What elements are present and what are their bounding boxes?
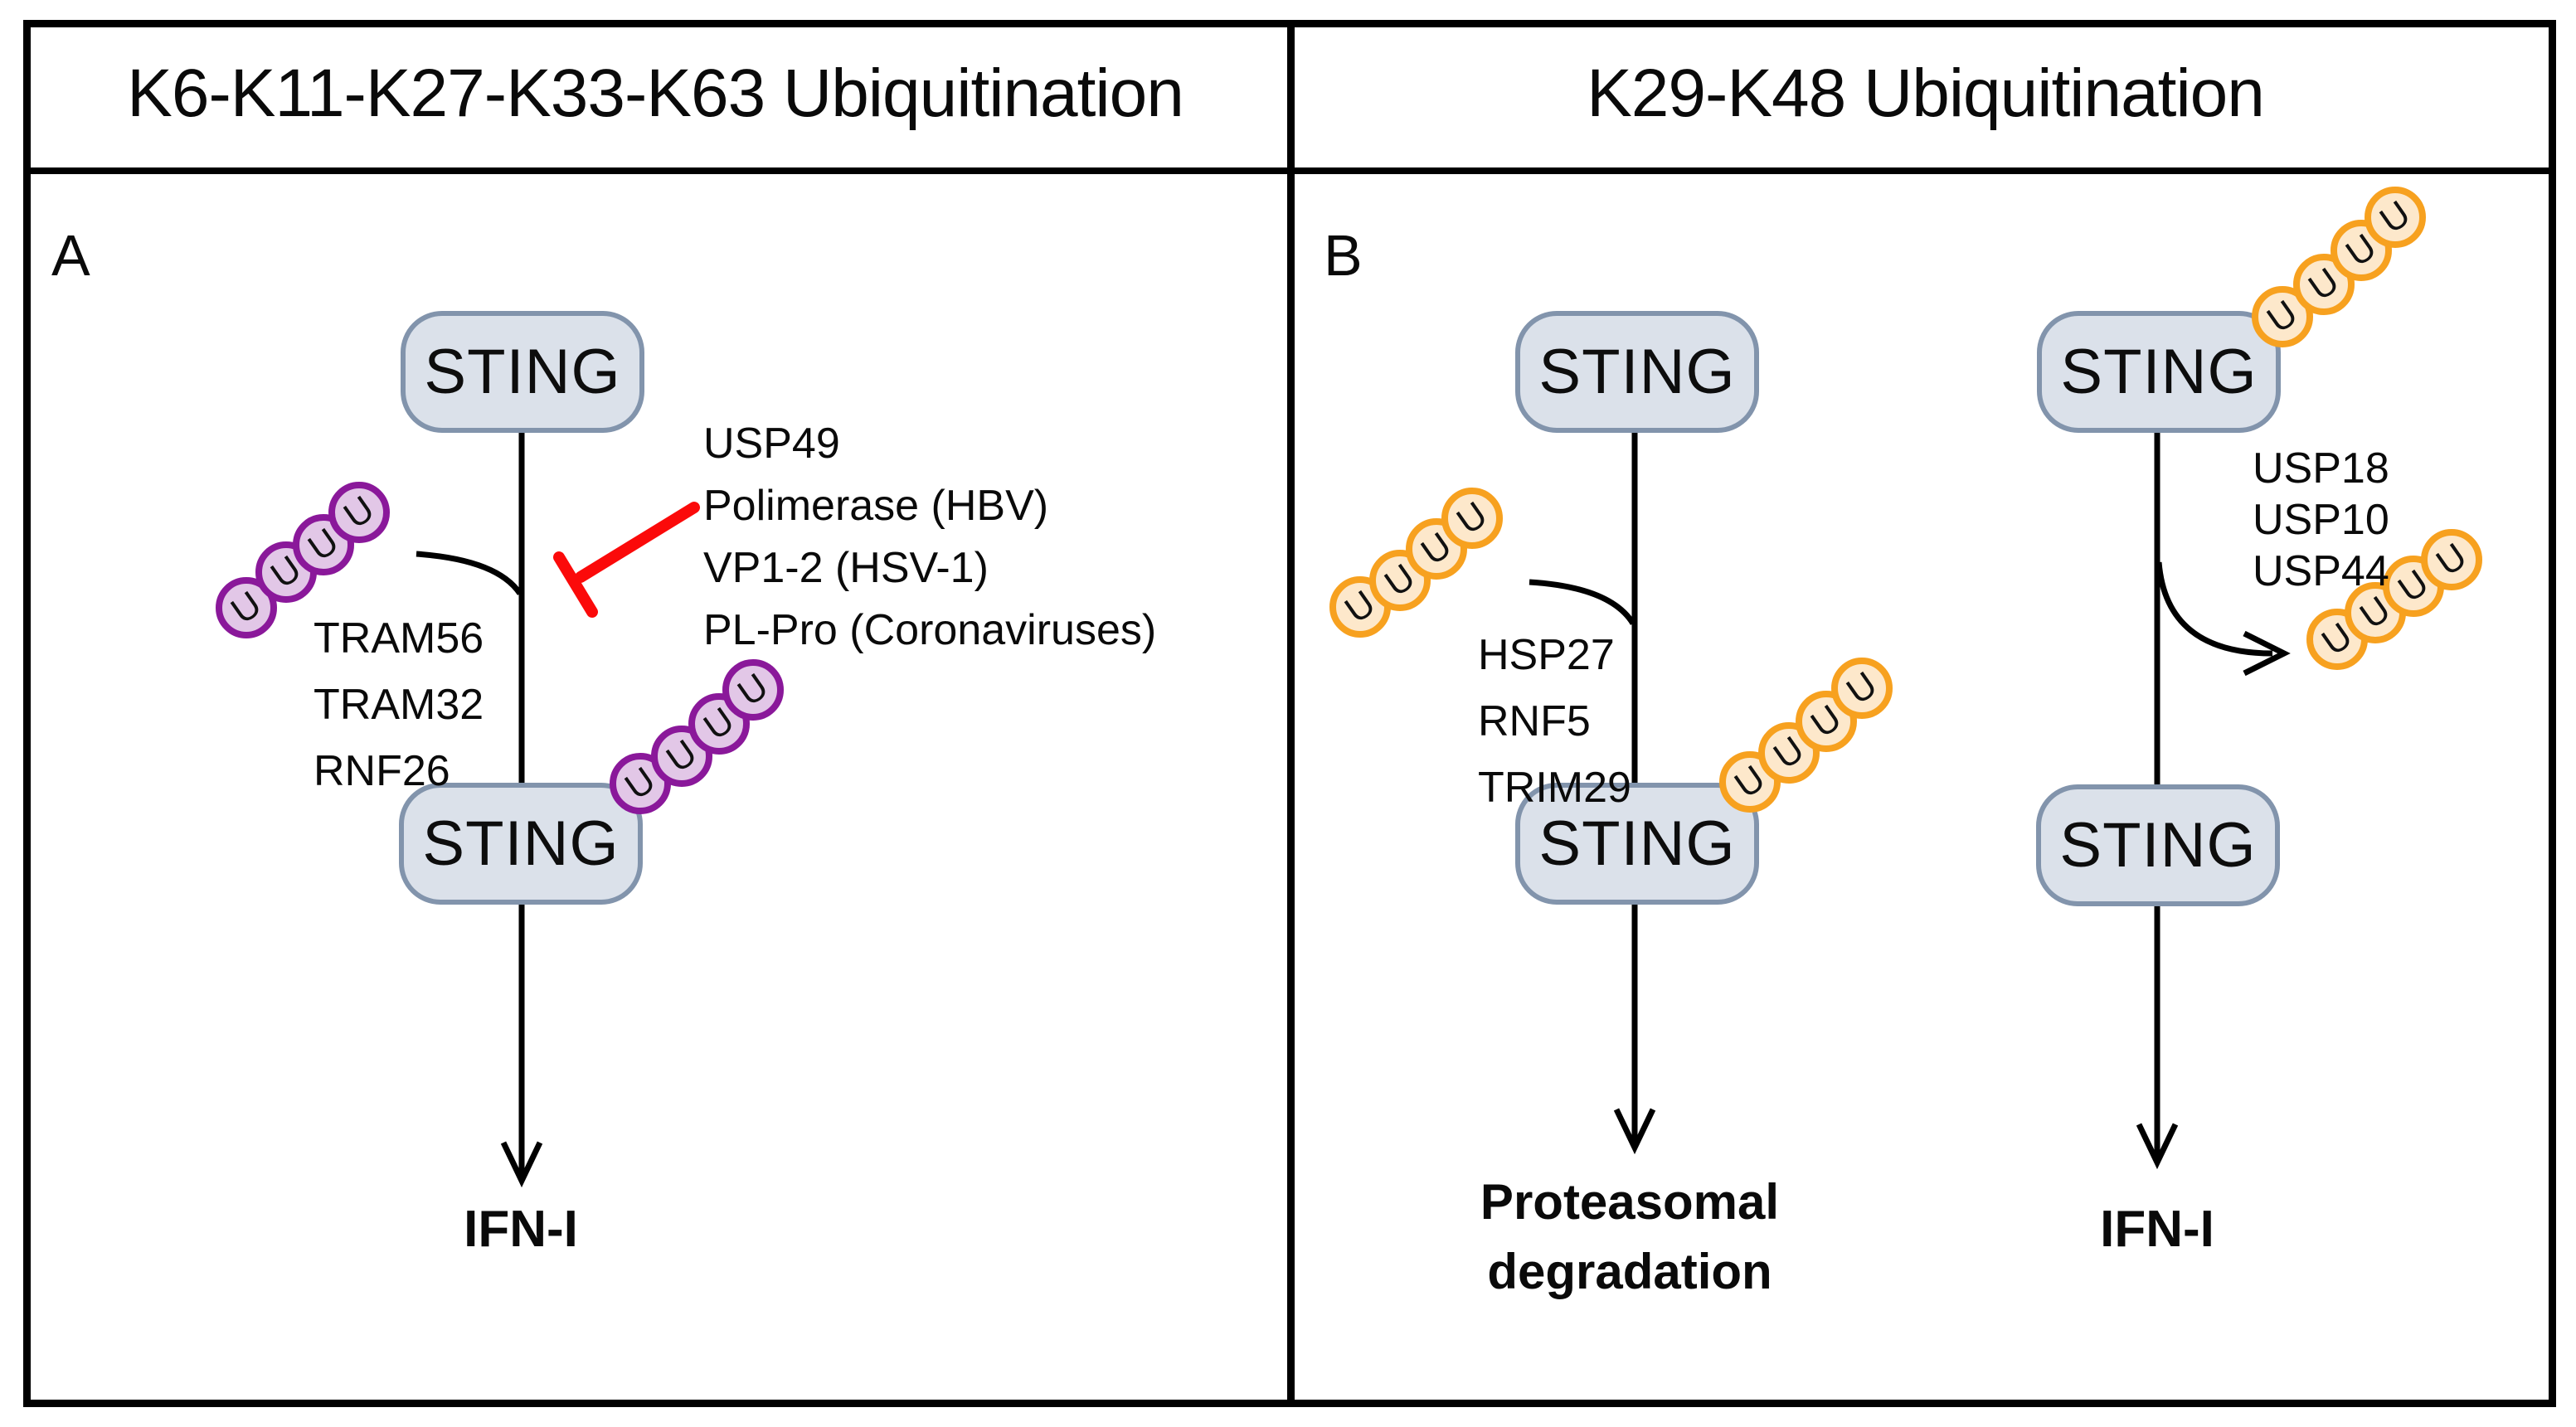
inhibitor-item: Polimerase (HBV) [703,482,1049,530]
degradation-line: Proteasomal [1480,1174,1780,1230]
e3-ligase-item: RNF5 [1478,697,1591,745]
panel-b-title: K29-K48 Ubiquitination [1587,56,2265,131]
sting-box-b-left-top: STING [1515,311,1759,433]
dub-item: USP18 [2253,444,2389,493]
panel-a-inhibitor-list: USP49 Polimerase (HBV) VP1-2 (HSV-1) PL-… [703,413,1156,662]
panel-b-ifn-output: IFN-I [2100,1201,2214,1258]
e3-ligase-item: RNF26 [313,747,450,795]
panel-b-e3-ligase-list: HSP27 RNF5 TRIM29 [1478,622,1631,821]
inhibitor-item: USP49 [703,420,840,468]
e3-ligase-item: HSP27 [1478,631,1615,679]
e3-ligase-item: TRAM56 [313,614,484,663]
dub-item: USP10 [2253,496,2389,544]
inhibitor-item: PL-Pro (Coronaviruses) [703,606,1157,654]
header-divider [23,167,2556,174]
panel-b-label: B [1324,223,1363,288]
e3-ligase-item: TRAM32 [313,681,484,729]
panel-a-e3-ligase-list: TRAM56 TRAM32 RNF26 [313,605,484,804]
panel-divider [1287,20,1295,1407]
inhibitor-item: VP1-2 (HSV-1) [703,544,989,592]
degradation-line: degradation [1487,1244,1772,1299]
panel-a-title: K6-K11-K27-K33-K63 Ubiquitination [127,56,1184,131]
dub-item: USP44 [2253,547,2389,595]
panel-b-degradation-output: Proteasomal degradation [1456,1167,1804,1307]
sting-box-a-top: STING [401,311,644,433]
sting-box-b-right-top: STING [2037,311,2281,433]
panel-a-ifn-output: IFN-I [464,1201,578,1258]
e3-ligase-item: TRIM29 [1478,764,1631,812]
panel-a-label: A [51,223,90,288]
panel-b-dub-list: USP18 USP10 USP44 [2253,443,2389,597]
